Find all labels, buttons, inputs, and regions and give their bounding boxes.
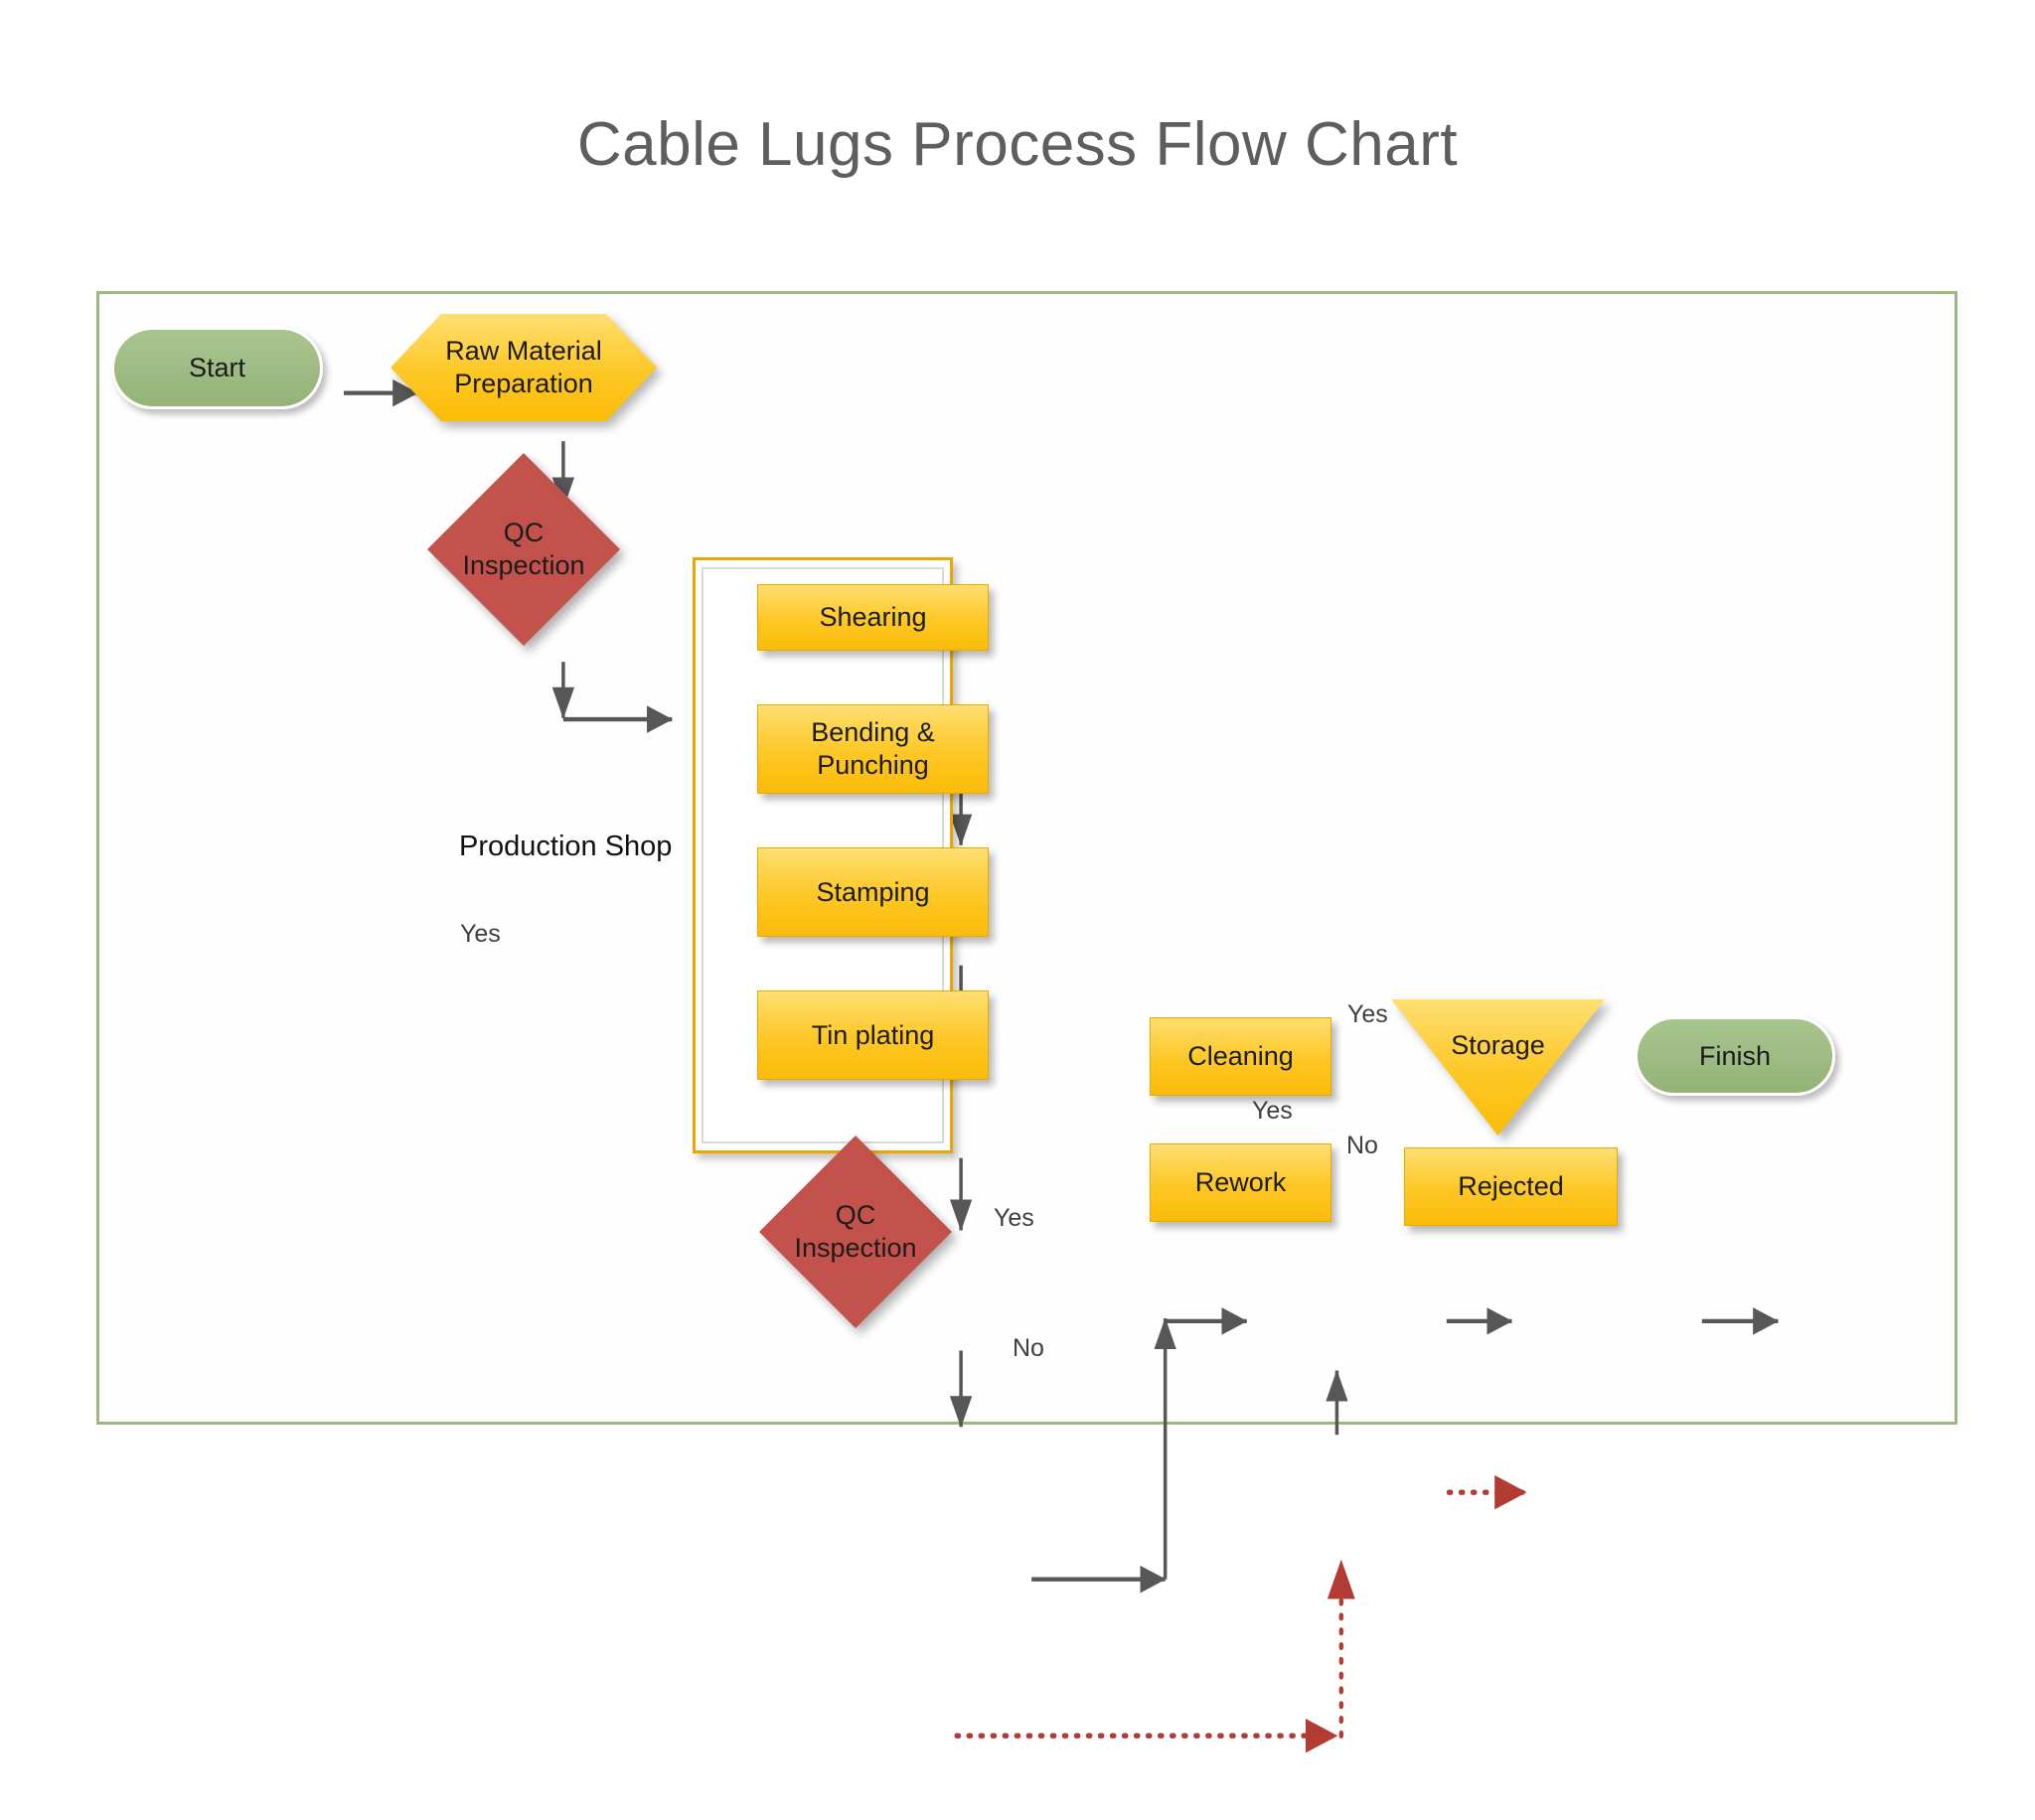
node-storage-label: Storage (1451, 1030, 1545, 1060)
node-shearing[interactable]: Shearing (757, 584, 989, 651)
production-shop-label: Production Shop (459, 831, 673, 862)
node-rework[interactable]: Rework (1150, 1143, 1331, 1222)
node-rejected-label: Rejected (1458, 1171, 1564, 1202)
node-stamping[interactable]: Stamping (757, 847, 989, 937)
qc2-line1: QC (835, 1200, 876, 1231)
node-start[interactable]: Start (111, 327, 323, 409)
flowchart-canvas: Production Shop Start Raw Material Prepa… (96, 291, 1957, 1753)
page-title: Cable Lugs Process Flow Chart (576, 110, 1459, 179)
node-bending-punching-label: Bending & Punching (758, 705, 988, 793)
node-cleaning-label: Cleaning (1187, 1041, 1294, 1072)
node-raw-material-label: Raw Material Preparation (391, 314, 657, 421)
edge-label-qc2-no: No (1007, 1334, 1050, 1363)
bending-line1: Bending & (811, 717, 935, 748)
qc1-diamond-shape: QC Inspection (427, 453, 620, 646)
edge-label-qc2-yes: Yes (994, 1204, 1034, 1232)
qc2-line2: Inspection (794, 1233, 917, 1263)
raw-material-line2: Preparation (454, 369, 593, 398)
node-tin-plating-label: Tin plating (811, 1019, 935, 1050)
node-cleaning[interactable]: Cleaning (1150, 1017, 1331, 1096)
node-storage[interactable]: Storage (1391, 999, 1605, 1136)
node-finish-label: Finish (1698, 1040, 1772, 1071)
qc1-line2: Inspection (462, 550, 585, 580)
node-bending-punching[interactable]: Bending & Punching (757, 704, 989, 794)
node-rejected[interactable]: Rejected (1404, 1147, 1618, 1226)
node-qc-inspection-2[interactable]: QC Inspection (759, 1136, 952, 1328)
edge-label-qc1-yes: Yes (460, 920, 501, 948)
edge-label-rework-no: No (1346, 1132, 1378, 1159)
node-shearing-label: Shearing (819, 602, 927, 633)
node-qc-inspection-1[interactable]: QC Inspection (427, 453, 620, 646)
node-start-label: Start (188, 353, 246, 383)
node-qc1-label: QC Inspection (427, 453, 620, 646)
node-raw-material-preparation[interactable]: Raw Material Preparation (391, 314, 657, 421)
node-tin-plating[interactable]: Tin plating (757, 990, 989, 1080)
qc2-diamond-shape: QC Inspection (759, 1136, 952, 1328)
edge-label-rework-yes: Yes (1252, 1097, 1293, 1125)
raw-material-line1: Raw Material (445, 336, 602, 367)
edge-label-cleaning-yes: Yes (1347, 1000, 1388, 1028)
qc1-line1: QC (503, 518, 545, 548)
node-stamping-label: Stamping (816, 876, 930, 907)
node-finish[interactable]: Finish (1635, 1016, 1835, 1096)
storage-triangle-shape: Storage (1391, 999, 1605, 1136)
raw-material-hexagon-shape: Raw Material Preparation (391, 314, 657, 421)
node-rework-label: Rework (1194, 1167, 1287, 1198)
node-qc2-label: QC Inspection (759, 1136, 952, 1328)
bending-line2: Punching (817, 750, 929, 780)
